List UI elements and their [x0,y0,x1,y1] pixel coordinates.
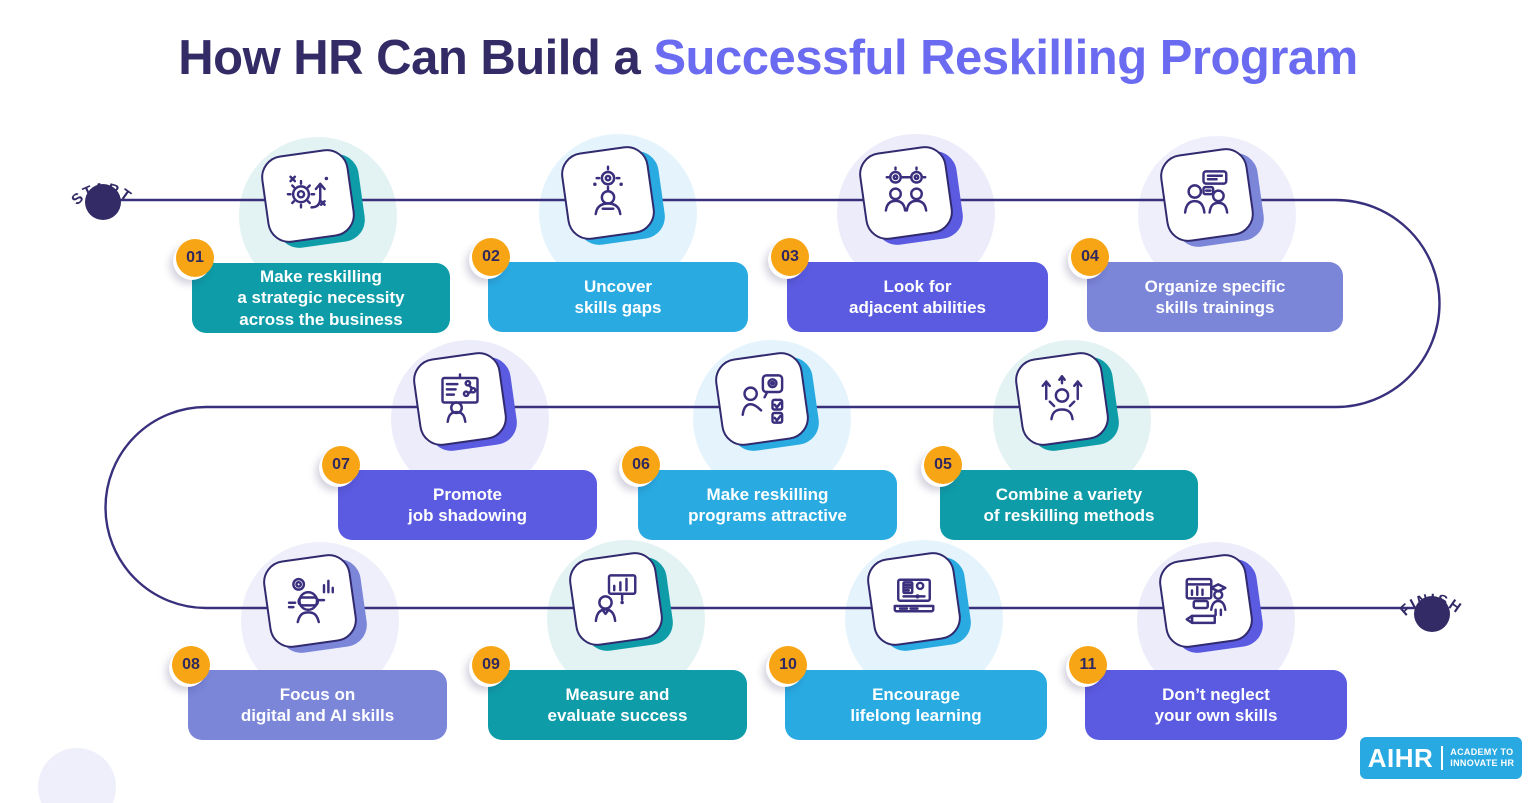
aihr-tagline-line2: INNOVATE HR [1450,758,1515,768]
aihr-logo: AIHR ACADEMY TO INNOVATE HR [1360,737,1522,779]
decorative-circle [38,748,116,803]
aihr-logo-tagline: ACADEMY TO INNOVATE HR [1450,747,1514,769]
page-title: How HR Can Build a Successful Reskilling… [0,30,1536,86]
aihr-logo-divider [1441,746,1444,770]
title-highlight: Successful Reskilling Program [653,31,1358,85]
title-prefix: How HR Can Build a [178,31,654,85]
finish-circle [1414,596,1450,632]
start-circle [85,184,121,220]
aihr-logo-brand: AIHR [1367,742,1434,773]
journey-path [103,198,1441,610]
aihr-tagline-line1: ACADEMY TO [1450,747,1514,758]
